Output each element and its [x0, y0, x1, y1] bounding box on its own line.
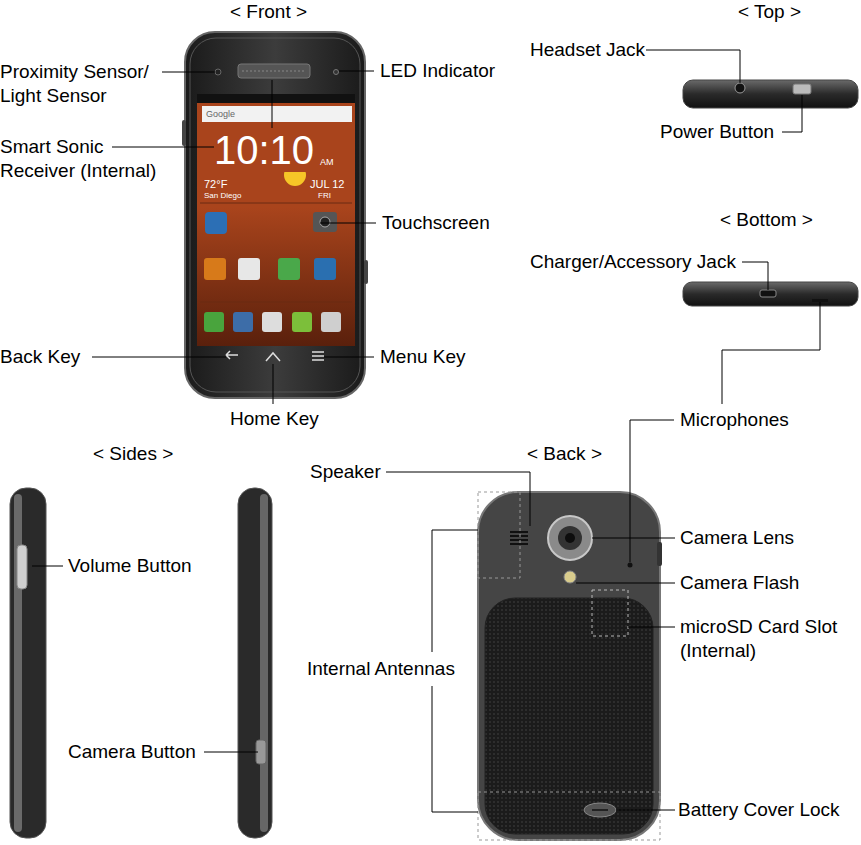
bottom-view	[683, 282, 858, 306]
part-name: Smart Sonic Receiver (Internal)	[0, 135, 178, 183]
screen-text: 72°F	[204, 178, 227, 191]
part-name: Power Button	[660, 120, 774, 144]
part-name: Speaker	[310, 460, 381, 484]
view-heading: < Back >	[527, 442, 602, 466]
front-view	[182, 32, 368, 398]
part-name: Touchscreen	[382, 211, 490, 235]
part-name: Camera Button	[68, 740, 196, 764]
part-name: microSD Card Slot (Internal)	[680, 615, 855, 663]
part-name: Proximity Sensor/ Light Sensor	[0, 60, 170, 108]
part-name: Headset Jack	[530, 38, 645, 62]
screen-text: FRI	[318, 191, 331, 201]
part-name: Microphones	[680, 408, 789, 432]
part-name: Internal Antennas	[307, 657, 455, 681]
side-views	[10, 488, 272, 838]
screen-text: Google	[206, 107, 235, 121]
back-view	[478, 492, 662, 840]
top-view	[683, 80, 858, 108]
view-heading: < Front >	[230, 0, 307, 24]
view-heading: < Bottom >	[720, 208, 813, 232]
part-name: Battery Cover Lock	[678, 798, 840, 822]
part-name: Charger/Accessory Jack	[530, 250, 736, 274]
part-name: Camera Flash	[680, 571, 799, 595]
screen-text: JUL 12	[310, 178, 344, 191]
part-name: Camera Lens	[680, 526, 794, 550]
view-heading: < Sides >	[93, 442, 173, 466]
part-name: Menu Key	[380, 345, 466, 369]
view-heading: < Top >	[738, 0, 801, 24]
screen-clock: 10:10	[214, 128, 314, 172]
part-name: Home Key	[230, 407, 319, 431]
part-name: Back Key	[0, 345, 80, 369]
part-name: Volume Button	[68, 554, 192, 578]
screen-text: AM	[320, 156, 334, 168]
part-name: LED Indicator	[380, 59, 495, 83]
screen-text: San Diego	[204, 191, 241, 201]
